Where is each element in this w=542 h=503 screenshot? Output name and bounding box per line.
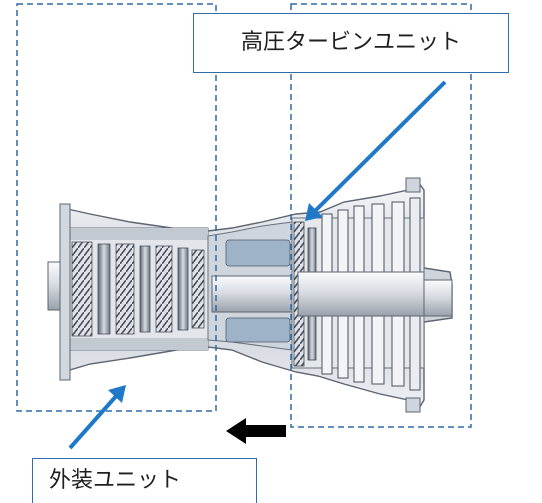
turbine-hub: [297, 271, 425, 317]
engine-cutaway: [47, 177, 453, 413]
outer-casing-pointer-arrow: [68, 385, 126, 450]
left-arrow-icon: [226, 418, 286, 444]
main-shaft: [211, 275, 299, 313]
hp-turbine-unit-label: 高圧タービンユニット: [193, 13, 509, 73]
hp-turbine-pointer-arrow: [305, 80, 447, 221]
outer-casing-unit-label: 外装ユニット: [32, 458, 257, 503]
exhaust-cone: [423, 279, 453, 317]
hp-turbine-unit-outline: [290, 3, 472, 428]
combustor-liner-top: [225, 239, 291, 267]
combustor-liner-bottom: [225, 317, 291, 343]
outer-casing-unit-outline: [16, 3, 217, 412]
compressor-blade-rows: [71, 241, 205, 337]
